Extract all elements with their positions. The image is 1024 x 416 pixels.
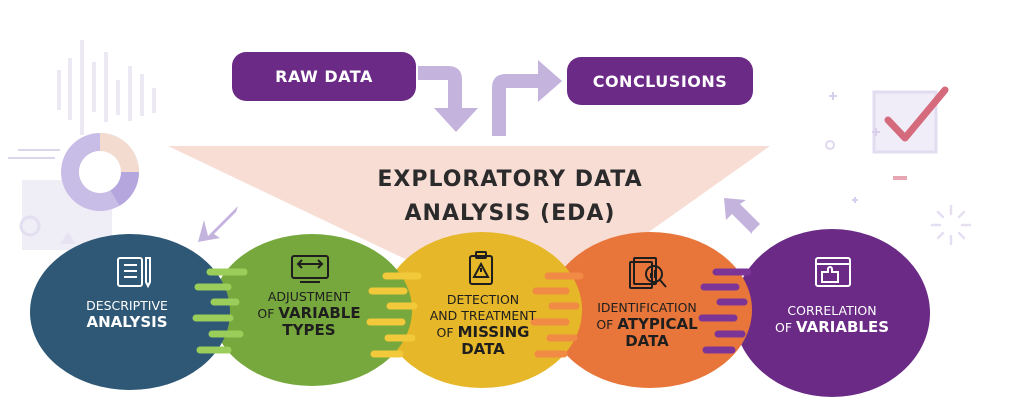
stage-4-line-3: DATA bbox=[625, 332, 669, 350]
connector-stripes-4 bbox=[698, 268, 752, 354]
conclusions-pill: CONCLUSIONS bbox=[567, 57, 753, 105]
stage-3-line-3-bold: MISSING bbox=[457, 323, 530, 341]
stage-2-line-2-light: OF bbox=[257, 306, 279, 321]
up-left-arrow-icon bbox=[724, 198, 760, 234]
stage-5-line-1: CORRELATION bbox=[787, 303, 877, 318]
connector-stripes-2 bbox=[366, 272, 422, 358]
stage-bg-missing bbox=[382, 232, 582, 388]
stage-descriptive-analysis: DESCRIPTIVE ANALYSIS bbox=[62, 298, 192, 330]
stage-3-line-4: DATA bbox=[461, 340, 505, 358]
stage-1-line-1: DESCRIPTIVE bbox=[86, 298, 168, 313]
raw-data-pill: RAW DATA bbox=[232, 52, 416, 101]
stage-3-line-1: DETECTION bbox=[446, 292, 520, 307]
stage-1-line-2: ANALYSIS bbox=[86, 313, 168, 331]
stage-2-line-3: TYPES bbox=[282, 321, 336, 339]
stage-bg-descriptive bbox=[30, 234, 230, 390]
donut-chart-icon bbox=[8, 133, 140, 250]
stage-bg-variable-types bbox=[212, 234, 412, 386]
connector-stripes-3 bbox=[530, 272, 584, 358]
checkbox-icon bbox=[825, 86, 972, 246]
raw-data-label: RAW DATA bbox=[275, 67, 373, 86]
up-right-arrow-icon bbox=[492, 60, 562, 136]
stage-4-line-1: IDENTIFICATION bbox=[597, 300, 697, 315]
title-line-2: ANALYSIS (EDA) bbox=[404, 201, 616, 226]
title-line-1: EXPLORATORY DATA bbox=[377, 167, 643, 192]
down-arrow-icon bbox=[418, 66, 478, 132]
stage-atypical-data: IDENTIFICATION OF ATYPICAL DATA bbox=[582, 300, 712, 349]
stage-missing-data: DETECTION AND TREATMENT OF MISSING DATA bbox=[418, 292, 548, 357]
warning-clipboard-icon bbox=[469, 251, 493, 285]
stage-correlation-variables: CORRELATION OF VARIABLES bbox=[762, 303, 902, 336]
stage-5-line-2-bold: VARIABLES bbox=[796, 318, 889, 336]
stage-bg-atypical bbox=[548, 232, 752, 388]
adjust-arrows-icon bbox=[291, 255, 329, 283]
stage-4-line-2-light: OF bbox=[596, 317, 618, 332]
conclusions-label: CONCLUSIONS bbox=[592, 71, 728, 91]
checklist-icon bbox=[117, 257, 151, 289]
stage-adjustment-variable-types: ADJUSTMENT OF VARIABLE TYPES bbox=[244, 289, 374, 338]
down-left-arrow-icon bbox=[198, 206, 238, 242]
stage-2-line-1: ADJUSTMENT bbox=[267, 289, 351, 304]
stage-5-line-2-light: OF bbox=[775, 320, 797, 335]
stage-4-line-2-bold: ATYPICAL bbox=[617, 315, 698, 333]
stage-3-line-3-light: OF bbox=[436, 325, 458, 340]
stage-bg-correlation bbox=[734, 229, 930, 397]
background-bars-decoration bbox=[57, 40, 156, 135]
magnifier-chart-icon bbox=[629, 257, 667, 289]
connector-stripes-1 bbox=[192, 268, 248, 354]
stage-2-line-2-bold: VARIABLE bbox=[278, 304, 361, 322]
stage-3-line-2: AND TREATMENT bbox=[429, 308, 537, 323]
puzzle-icon bbox=[815, 257, 851, 287]
